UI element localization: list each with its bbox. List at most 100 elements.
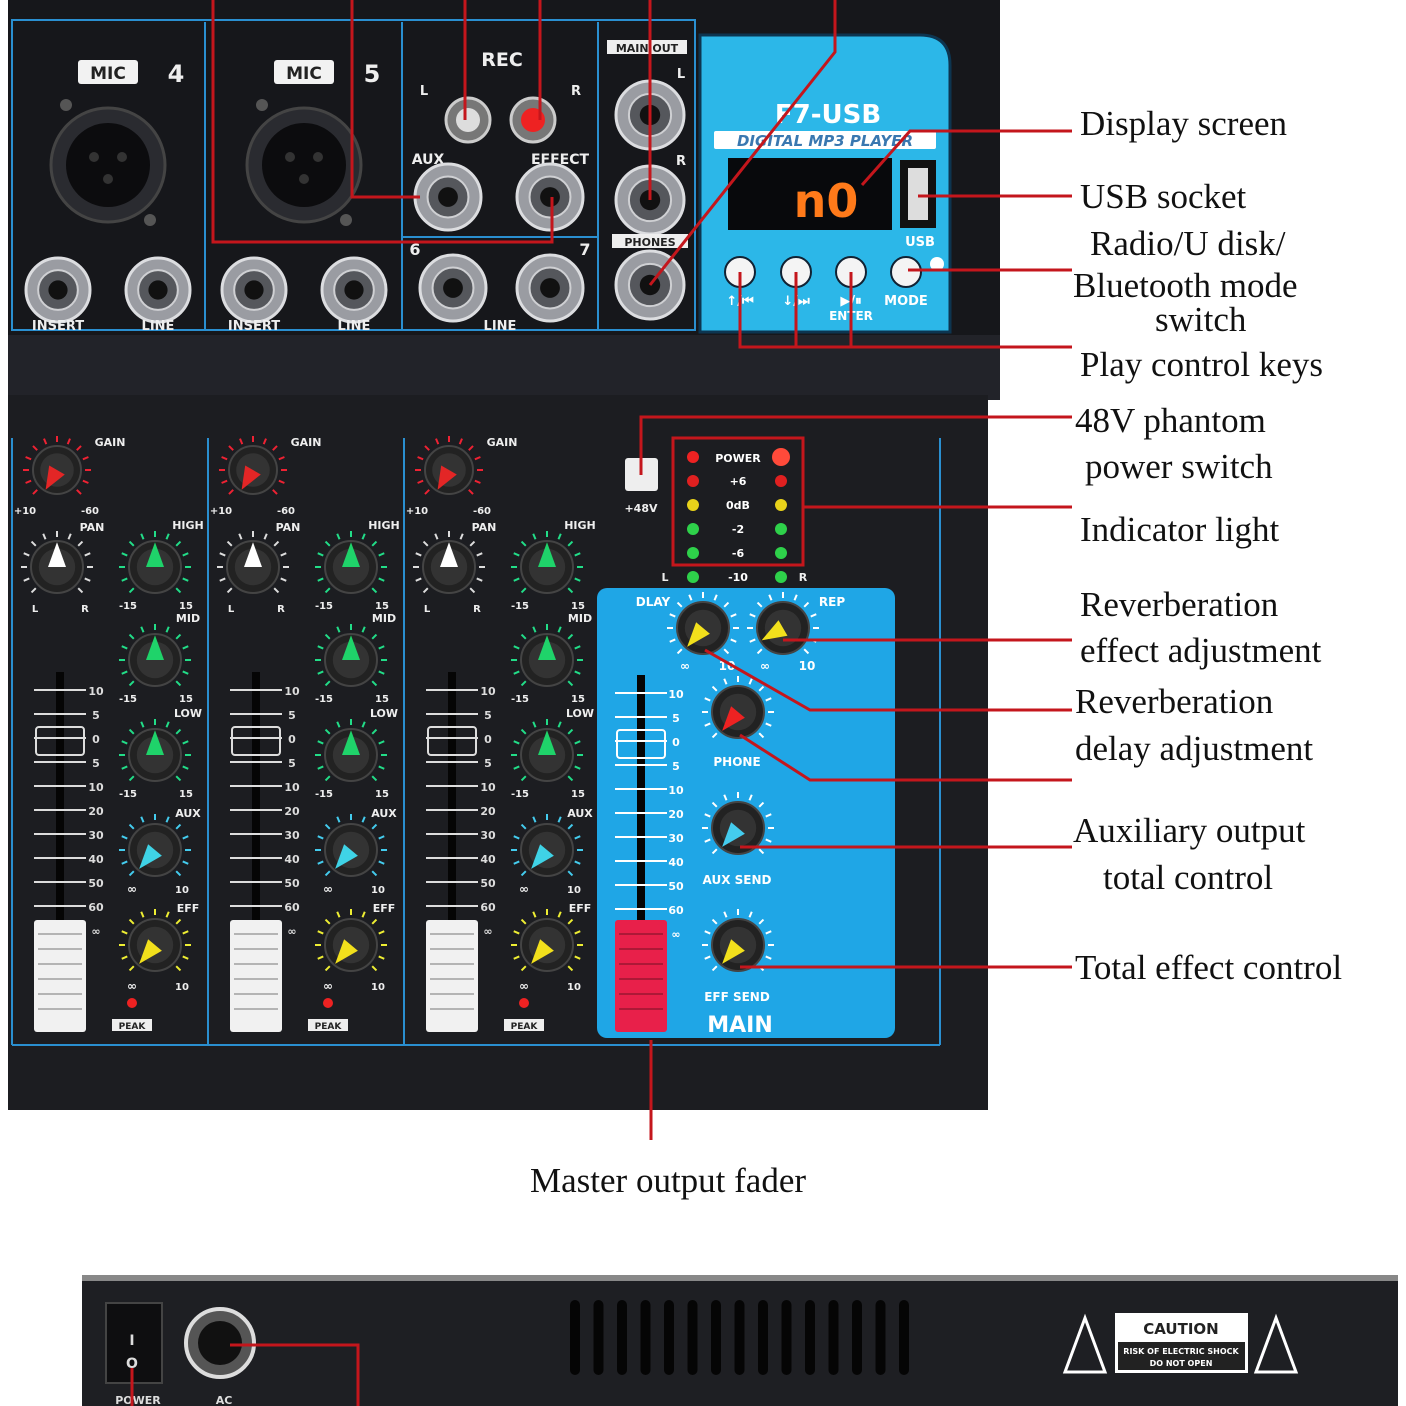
aux-knob[interactable] — [119, 814, 191, 877]
knob-tick — [175, 823, 182, 830]
knob-tick — [574, 765, 581, 770]
knob-tick — [520, 680, 527, 687]
high-eq-knob[interactable] — [511, 531, 583, 594]
xlr-pin — [313, 152, 323, 162]
pan-r: R — [473, 604, 481, 615]
mp3-button-3[interactable] — [890, 256, 922, 288]
annotation-label: USB socket — [1080, 177, 1247, 216]
low-eq-knob[interactable] — [511, 719, 583, 782]
power-switch[interactable] — [105, 1302, 163, 1384]
fader-scale-label: 50 — [284, 877, 300, 890]
eq-max: 15 — [375, 694, 389, 705]
knob-tick — [758, 918, 765, 925]
aux-knob[interactable] — [315, 814, 387, 877]
knob-tick — [676, 601, 683, 608]
pan-knob[interactable] — [413, 531, 485, 594]
knob-pointer — [244, 542, 262, 567]
annotation-label: Indicator light — [1080, 510, 1280, 549]
phone-label: PHONE — [713, 755, 760, 769]
knob-tick — [378, 955, 385, 960]
meter-l-label: L — [661, 571, 668, 584]
leader-ac — [230, 1343, 360, 1406]
aux-knob[interactable] — [511, 814, 583, 877]
fader-scale-label: 0 — [484, 733, 492, 746]
channel-fader-cap[interactable] — [34, 920, 86, 1032]
master-fader-cap[interactable] — [615, 920, 667, 1032]
knob-tick — [688, 594, 693, 601]
knob-tick — [371, 633, 378, 640]
gain-knob[interactable] — [415, 436, 483, 495]
knob-tick — [574, 930, 581, 935]
leader-play — [738, 272, 1072, 349]
high-eq-knob[interactable] — [119, 531, 191, 594]
low-eq-knob[interactable] — [119, 719, 191, 782]
phones-label: PHONES — [624, 236, 675, 249]
knob-tick — [371, 680, 378, 687]
vent-slot — [852, 1300, 862, 1375]
knob-pointer — [342, 635, 360, 660]
high-eq-knob[interactable] — [315, 531, 387, 594]
fader-marker — [427, 726, 477, 756]
fader-scale-label: ∞ — [287, 925, 296, 938]
mid-eq-knob[interactable] — [315, 624, 387, 687]
knob-tick — [730, 613, 737, 618]
knob-tick — [121, 740, 128, 745]
mid-eq-knob[interactable] — [511, 624, 583, 687]
fader-scale-label: 50 — [480, 877, 496, 890]
knob-tick — [723, 794, 728, 801]
mid-eq-knob[interactable] — [119, 624, 191, 687]
knob-tick — [324, 775, 331, 782]
line-label: LINE — [338, 319, 371, 334]
channel-fader-slot — [448, 672, 456, 920]
eq-min: -15 — [119, 789, 137, 800]
knob-tick — [228, 489, 234, 495]
knob-tick — [317, 860, 324, 865]
knob-tick — [424, 445, 430, 451]
knob-pointer — [48, 542, 66, 567]
channel-number: 4 — [168, 60, 185, 88]
phone-knob[interactable] — [702, 676, 774, 739]
channel-fader-cap[interactable] — [426, 920, 478, 1032]
eff-label: EFF — [373, 902, 396, 915]
knob-tick — [765, 813, 772, 818]
knob-tick — [82, 479, 89, 484]
knob-tick — [476, 577, 483, 582]
warning-line-2: DO NOT OPEN — [1150, 1359, 1213, 1368]
knob-pointer — [342, 730, 360, 755]
knob-tick — [378, 577, 385, 582]
gain-knob[interactable] — [219, 436, 287, 495]
knob-tick — [121, 955, 128, 960]
fader-scale-label: 10 — [284, 685, 300, 698]
low-eq-knob[interactable] — [315, 719, 387, 782]
annotation-label: Reverberation — [1080, 585, 1278, 624]
main-out-label: MAIN OUT — [616, 42, 679, 55]
knob-tick — [128, 775, 135, 782]
aux-send-knob[interactable] — [702, 792, 774, 855]
fader-scale-label: 60 — [668, 904, 684, 917]
knob-tick — [557, 626, 562, 633]
eff-knob[interactable] — [119, 909, 191, 972]
annotation-label: Radio/U disk/ — [1090, 224, 1286, 263]
reverb-delay-knob[interactable] — [667, 592, 739, 655]
eff-send-knob[interactable] — [702, 909, 774, 972]
channel-fader-cap[interactable] — [230, 920, 282, 1032]
annotation-label: delay adjustment — [1075, 729, 1313, 768]
leader-phone — [739, 733, 1072, 782]
pan-knob[interactable] — [217, 531, 289, 594]
annotation-label: 48V phantom — [1075, 401, 1266, 440]
eff-knob[interactable] — [315, 909, 387, 972]
eff-knob[interactable] — [511, 909, 583, 972]
knob-tick — [520, 918, 527, 925]
knob-tick — [513, 765, 520, 770]
fader-scale-label: ∞ — [671, 928, 680, 941]
pan-knob[interactable] — [21, 531, 93, 594]
gain-knob[interactable] — [23, 436, 91, 495]
knob-tick — [513, 577, 520, 582]
meter-led-right — [775, 499, 787, 511]
fader-scale-label: 60 — [480, 901, 496, 914]
knob-pointer — [146, 635, 164, 660]
knob-tick — [574, 552, 581, 557]
knob-tick — [574, 670, 581, 675]
annotation-label: Bluetooth mode — [1073, 266, 1298, 305]
